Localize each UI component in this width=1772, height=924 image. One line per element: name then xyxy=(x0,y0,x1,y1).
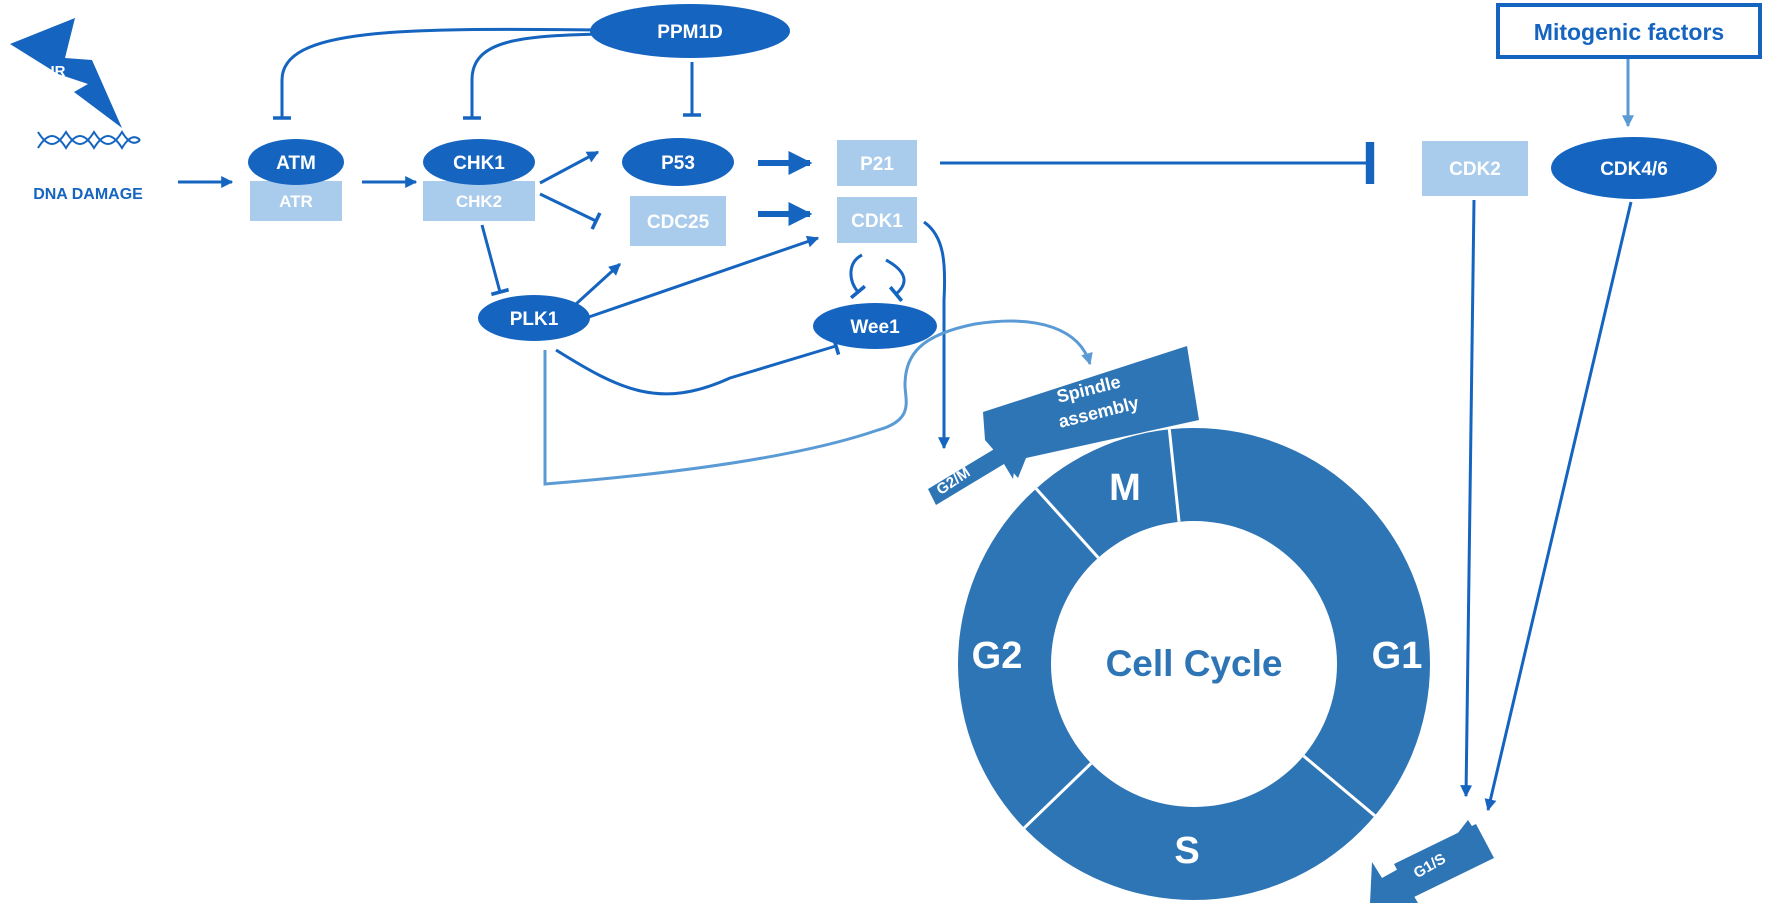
inhibit-cdk1-wee1-b xyxy=(885,258,906,303)
chk1-label: CHK1 xyxy=(453,153,505,174)
wee1-oval xyxy=(813,303,937,349)
inhibit-plk1-to-wee1 xyxy=(555,336,841,396)
phase-m-label: M xyxy=(1109,467,1141,509)
p21-label: P21 xyxy=(860,154,894,175)
phase-g2-label: G2 xyxy=(972,635,1023,677)
cell-cycle-title: Cell Cycle xyxy=(1106,643,1283,684)
atm-oval xyxy=(248,139,344,185)
arrow-cdk2-to-g1s xyxy=(1460,199,1476,798)
divider-g2-m xyxy=(1034,487,1100,559)
plk1-oval xyxy=(478,295,590,341)
arrow-plk1-to-cdk1 xyxy=(585,235,820,320)
ir-lightning-icon: IR xyxy=(10,18,122,128)
cell-cycle-ring-band xyxy=(958,428,1430,900)
cdk2-box xyxy=(1422,141,1528,196)
arrow-cdk46-to-g1s xyxy=(1484,201,1633,812)
p21-box xyxy=(837,140,917,186)
p53-label: P53 xyxy=(661,153,695,174)
mitogenic-factors-box xyxy=(1496,3,1762,59)
divider-g1-s xyxy=(1302,754,1376,817)
connectors xyxy=(178,27,1633,812)
ppm1d-oval xyxy=(590,4,790,58)
cdk46-label: CDK4/6 xyxy=(1600,159,1668,180)
ir-label: IR xyxy=(51,63,66,80)
arrow-plk1-to-cdc25 xyxy=(574,262,622,306)
chk1-chk2-node: CHK2 CHK1 xyxy=(423,139,535,221)
cdk1-box xyxy=(837,197,917,243)
cdc25-label: CDC25 xyxy=(647,212,710,233)
inhibit-cdk1-wee1-a xyxy=(849,253,867,300)
inhibit-chk-to-plk1 xyxy=(480,224,510,297)
wee1-label: Wee1 xyxy=(850,317,900,338)
mitogenic-factors-label: Mitogenic factors xyxy=(1534,19,1724,45)
cdk1-label: CDK1 xyxy=(851,211,903,232)
atm-label: ATM xyxy=(276,153,316,174)
inhibit-chk-to-cdc25 xyxy=(539,192,602,230)
ppm1d-label: PPM1D xyxy=(657,22,722,43)
dna-damage-label: DNA DAMAGE xyxy=(33,186,143,203)
arrow-plk1-to-spindle-assembly xyxy=(543,319,1093,486)
divider-s-g2 xyxy=(1023,762,1093,830)
atr-box xyxy=(250,181,342,221)
g2m-arrow: G2/M xyxy=(928,432,1018,505)
spindle-assembly-arrow: Spindle assembly xyxy=(983,346,1199,478)
cdk2-label: CDK2 xyxy=(1449,159,1501,180)
p53-oval xyxy=(622,138,734,186)
light-connectors xyxy=(543,58,1634,486)
cdk46-oval xyxy=(1551,137,1717,199)
inhibit-ppm1d-atm xyxy=(273,27,601,120)
phase-s-label: S xyxy=(1174,830,1199,872)
inhibit-ppm1d-chk1 xyxy=(463,32,601,120)
atm-atr-node: ATR ATM xyxy=(248,139,344,221)
phase-g1-label: G1 xyxy=(1372,635,1423,677)
chk2-label: CHK2 xyxy=(456,192,502,211)
atr-label: ATR xyxy=(279,192,313,211)
arrow-chk-to-p53 xyxy=(539,150,600,185)
chk2-box xyxy=(423,181,535,221)
cdc25-box xyxy=(630,196,726,246)
dna-helix-icon xyxy=(37,130,141,150)
g1s-arrow: G1/S xyxy=(1370,820,1494,903)
cell-cycle-ring xyxy=(958,428,1430,900)
divider-m-g1 xyxy=(1167,429,1181,522)
arrow-cdk1-to-g2m xyxy=(923,220,950,450)
chk1-oval xyxy=(423,139,535,185)
plk1-label: PLK1 xyxy=(510,309,559,330)
